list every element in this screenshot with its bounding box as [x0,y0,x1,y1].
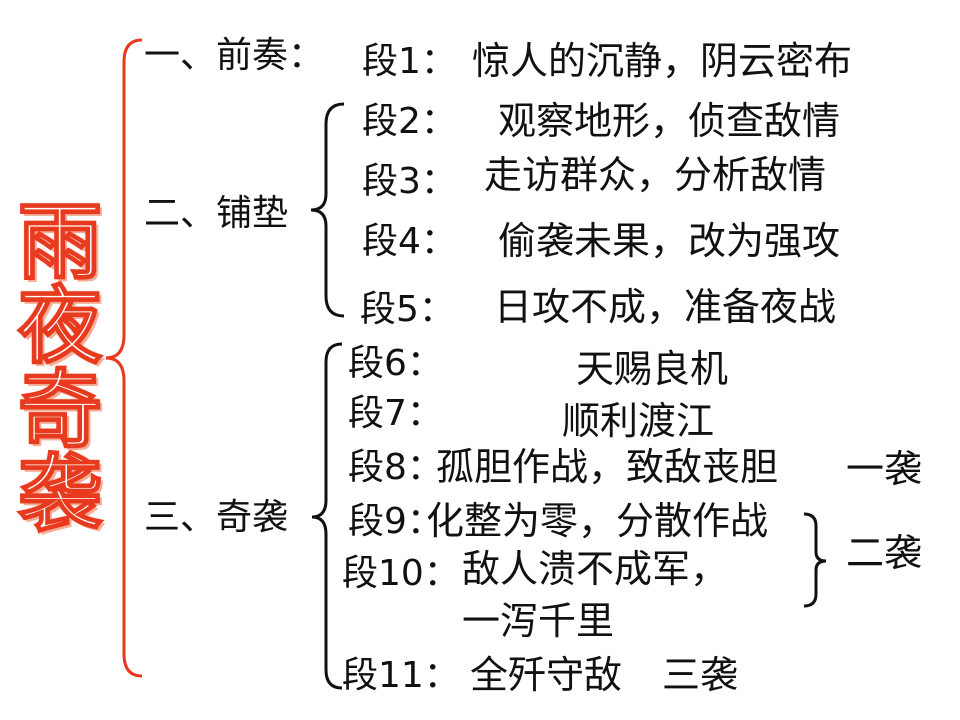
attack-label-second: 二袭 [846,531,923,575]
paragraph-label-1: 段1： [362,41,457,82]
paragraph-text-2: 观察地形，侦查敌情 [498,99,841,143]
paragraph-text-11: 全歼守敌 [470,653,623,697]
section-raid: 三、奇袭 [144,497,289,538]
paragraph-label-11: 段11： [342,655,460,696]
title-brace [105,38,143,678]
paragraph-text-1: 惊人的沉静，阴云密布 [472,39,853,83]
paragraph-text-9: 化整为零，分散作战 [426,499,769,543]
second-raid-brace [803,512,827,608]
paragraph-label-7: 段7： [348,393,443,434]
attack-label-third: 三袭 [662,653,739,697]
paragraph-text-5: 日攻不成，准备夜战 [494,285,837,329]
paragraph-label-3: 段3： [362,161,457,202]
paragraph-label-5: 段5： [360,289,455,330]
section-foreshadow: 二、铺垫 [144,193,289,234]
paragraph-label-10: 段10： [342,553,460,594]
paragraph-label-2: 段2： [362,101,457,142]
paragraph-text-10: 敌人溃不成军， [462,547,729,591]
paragraph-text-4: 偷袭未果，改为强攻 [498,219,841,263]
title-char-surprise: 奇 [17,360,103,459]
paragraph-label-8: 段8： [348,447,443,488]
section-prelude: 一、前奏： [144,35,325,76]
paragraph-text-8: 孤胆作战，致敌丧胆 [436,445,779,489]
paragraph-text-10-continued: 一泻千里 [462,599,615,643]
paragraph-label-4: 段4： [362,221,457,262]
paragraph-text-3: 走访群众，分析敌情 [484,153,827,197]
attack-label-first: 一袭 [846,447,923,491]
raid-brace [311,342,343,690]
foreshadow-brace [310,102,345,318]
title-char-night: 夜 [17,276,103,375]
paragraph-label-9: 段9： [348,501,443,542]
title-char-rain: 雨 [17,192,103,291]
paragraph-text-7: 顺利渡江 [562,399,715,443]
title-char-attack: 袭 [17,444,103,543]
paragraph-text-6: 天赐良机 [576,347,729,391]
paragraph-label-6: 段6： [348,343,443,384]
